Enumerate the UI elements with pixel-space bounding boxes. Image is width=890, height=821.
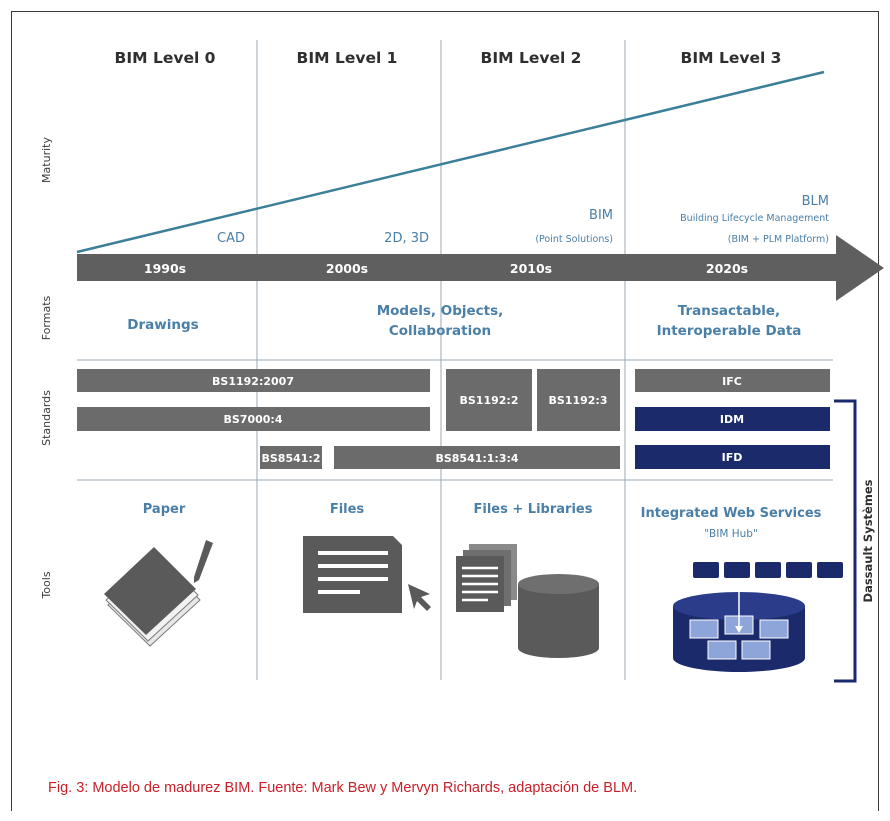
- timeline-arrow: [77, 235, 884, 301]
- cursor-icon: [408, 584, 431, 611]
- timeline-1990s: 1990s: [144, 261, 186, 276]
- row-label-formats: Formats: [40, 295, 53, 340]
- maturity-2d3d-label: 2D, 3D: [384, 231, 429, 246]
- dassault-label: Dassault Systèmes: [861, 479, 875, 602]
- standard-bs1192-2007: BS1192:2007: [212, 375, 294, 388]
- timeline-2000s: 2000s: [326, 261, 368, 276]
- maturity-line: [76, 70, 825, 254]
- row-label-tools: Tools: [40, 571, 53, 599]
- database-icon: [518, 574, 599, 658]
- standard-box-bs7000-4: [77, 407, 430, 431]
- level-0-heading: BIM Level 0: [115, 49, 216, 67]
- maturity-blm-label: BLM: [802, 194, 829, 209]
- document-icon: [303, 536, 402, 613]
- level-3-heading: BIM Level 3: [681, 49, 782, 67]
- multiple-documents-icon: [456, 544, 517, 612]
- standard-bs1192-2: BS1192:2: [460, 394, 519, 407]
- standard-box-bs8541-2: [260, 446, 322, 469]
- standard-idm: IDM: [720, 413, 744, 426]
- timeline-2010s: 2010s: [510, 261, 552, 276]
- standard-bs7000-4: BS7000:4: [224, 413, 283, 426]
- row-label-standards: Standards: [40, 390, 53, 446]
- standard-box-ifc: [635, 369, 830, 392]
- web-services-icon: [693, 562, 843, 578]
- standard-bs1192-3: BS1192:3: [549, 394, 608, 407]
- figure-caption: Fig. 3: Modelo de madurez BIM. Fuente: M…: [48, 780, 638, 796]
- standard-box-bs1192-2007: [77, 369, 430, 392]
- tool-files-libraries-label: Files + Libraries: [474, 502, 593, 517]
- standard-box-bs1192-3: [537, 369, 620, 431]
- pencil-icon: [194, 540, 213, 583]
- maturity-blm-sub1: Building Lifecycle Management: [680, 213, 829, 224]
- standard-box-bs1192-2: [446, 369, 532, 431]
- tool-paper-label: Paper: [143, 502, 186, 517]
- maturity-cad-label: CAD: [217, 231, 245, 246]
- figure-frame: [11, 11, 879, 811]
- standard-ifc: IFC: [722, 375, 742, 388]
- row-separators: [77, 359, 833, 481]
- standard-ifd: IFD: [722, 451, 743, 464]
- standard-bs8541-2: BS8541:2: [262, 452, 321, 465]
- maturity-blm-sub2: (BIM + PLM Platform): [728, 234, 829, 245]
- tool-files-label: Files: [330, 502, 365, 517]
- row-label-maturity: Maturity: [40, 137, 53, 183]
- timeline-2020s: 2020s: [706, 261, 748, 276]
- format-transactable-line2: Interoperable Data: [657, 323, 802, 339]
- standard-box-bs8541-134: [334, 446, 620, 469]
- standard-box-idm: [635, 407, 830, 431]
- level-1-heading: BIM Level 1: [297, 49, 398, 67]
- format-models-line2: Collaboration: [389, 323, 491, 339]
- format-transactable-line1: Transactable,: [678, 303, 780, 319]
- dassault-bracket: [834, 399, 857, 683]
- paper-stack-icon: [104, 546, 201, 647]
- standard-bs8541-134: BS8541:1:3:4: [435, 452, 518, 465]
- tool-bim-hub-label: "BIM Hub": [704, 528, 758, 540]
- format-drawings: Drawings: [127, 317, 198, 333]
- tool-iws-label: Integrated Web Services: [641, 506, 822, 521]
- maturity-bim-label: BIM: [589, 208, 613, 223]
- bim-hub-database-icon: [673, 581, 805, 672]
- standard-box-ifd: [635, 445, 830, 469]
- format-models-line1: Models, Objects,: [377, 303, 504, 319]
- level-2-heading: BIM Level 2: [481, 49, 582, 67]
- maturity-bim-sub: (Point Solutions): [535, 234, 613, 245]
